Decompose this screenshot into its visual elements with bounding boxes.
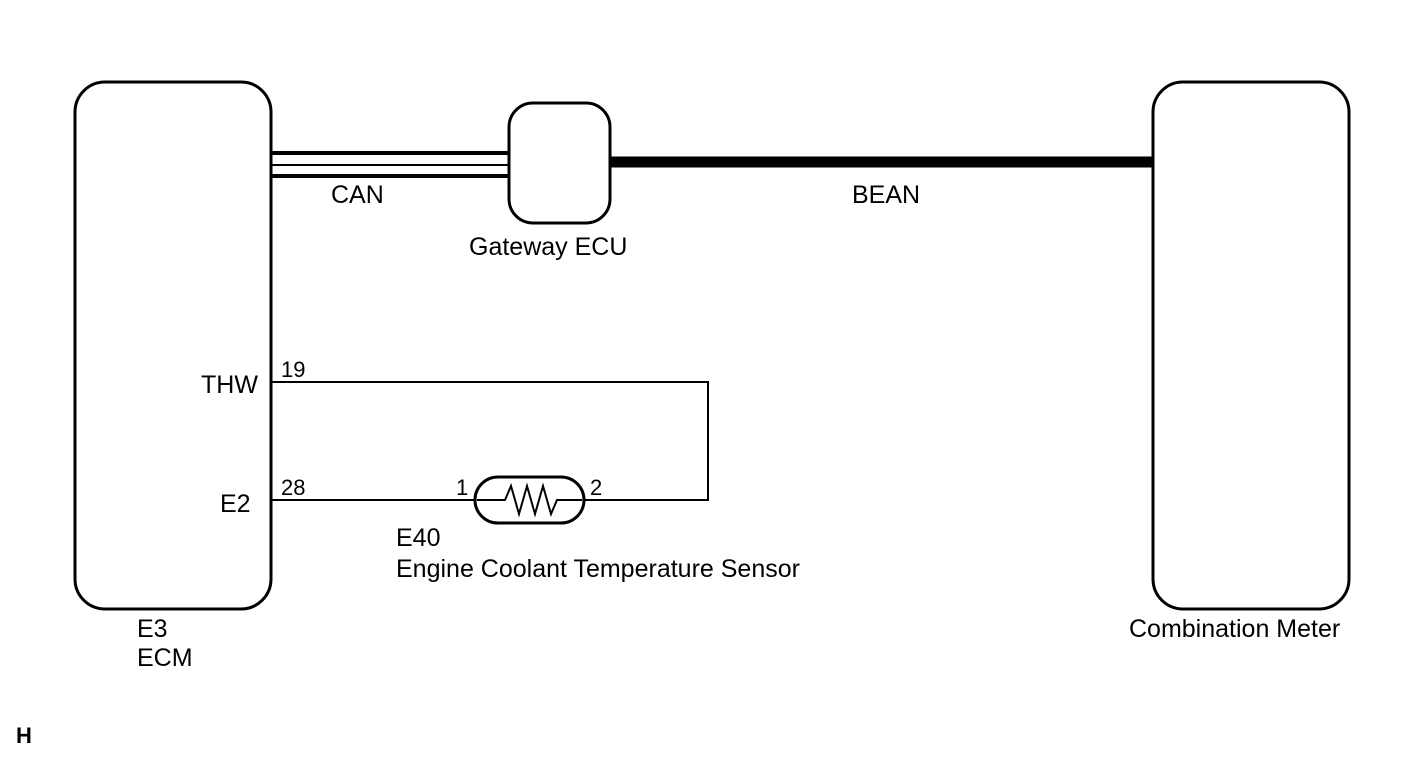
combination-meter-box bbox=[1151, 80, 1351, 611]
ecm-box bbox=[73, 80, 273, 611]
ecm-connector-label: E3 bbox=[137, 615, 168, 643]
coolant-sensor-body bbox=[473, 475, 586, 525]
gateway-ecu-label: Gateway ECU bbox=[469, 233, 627, 261]
gateway-ecu-box bbox=[507, 101, 612, 225]
sensor-connector-label: E40 bbox=[396, 524, 440, 552]
e2-terminal-label: E2 bbox=[220, 490, 251, 518]
sensor-pin-1: 1 bbox=[456, 475, 468, 500]
thw-terminal-label: THW bbox=[201, 371, 258, 399]
can-label: CAN bbox=[331, 181, 384, 209]
bean-label: BEAN bbox=[852, 181, 920, 209]
sensor-name-label: Engine Coolant Temperature Sensor bbox=[396, 555, 800, 583]
sensor-pin-2: 2 bbox=[590, 475, 602, 500]
corner-mark: H bbox=[16, 723, 32, 748]
ecm-name-label: ECM bbox=[137, 644, 193, 672]
e2-pin-number: 28 bbox=[281, 475, 305, 500]
can-bus-lines bbox=[271, 151, 510, 178]
combination-meter-label: Combination Meter bbox=[1129, 615, 1340, 643]
thw-pin-number: 19 bbox=[281, 357, 305, 382]
resistor-icon bbox=[477, 482, 582, 518]
thw-wire bbox=[271, 381, 709, 501]
